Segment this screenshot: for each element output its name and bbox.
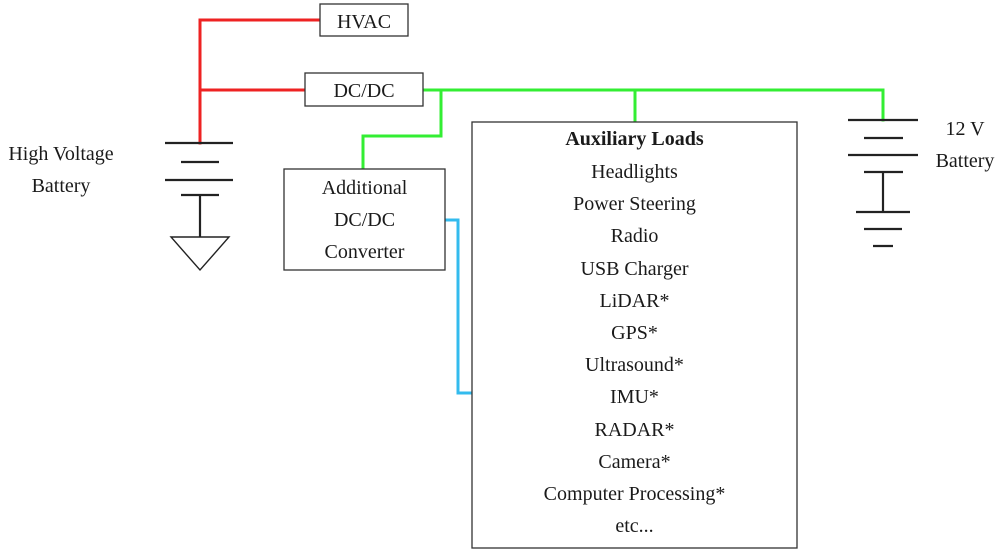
hvac-label: HVAC <box>337 11 391 33</box>
battery-12v-label-2: Battery <box>936 150 995 172</box>
additional-converter-line-2: DC/DC <box>334 209 395 231</box>
hvac-box: HVAC <box>319 3 409 37</box>
auxiliary-load-item: Camera* <box>598 451 670 473</box>
additional-converter-line-3: Converter <box>325 241 405 263</box>
auxiliary-load-item: GPS* <box>611 322 658 344</box>
high-voltage-battery-label-2: Battery <box>32 175 91 197</box>
auxiliary-load-item: RADAR* <box>594 419 674 441</box>
lv-wire-to-12v-battery <box>421 88 885 122</box>
low-voltage-wiring <box>361 88 885 171</box>
auxiliary-load-item: USB Charger <box>581 258 689 280</box>
auxiliary-load-item: LiDAR* <box>600 290 670 312</box>
high-voltage-battery-label-1: High Voltage <box>8 143 113 165</box>
converter-to-aux-loads-wire <box>445 218 472 395</box>
dcdc-label: DC/DC <box>333 80 394 102</box>
auxiliary-load-item: Radio <box>611 225 659 247</box>
auxiliary-loads-title: Auxiliary Loads <box>565 128 704 150</box>
auxiliary-load-item: etc... <box>615 515 653 537</box>
lv-wire-to-additional-converter <box>361 88 443 171</box>
auxiliary-load-item: Computer Processing* <box>544 483 726 505</box>
dcdc-box: DC/DC <box>304 72 424 107</box>
high-voltage-wiring <box>198 18 322 145</box>
auxiliary-load-item: Power Steering <box>573 193 696 215</box>
auxiliary-load-item: Headlights <box>591 161 678 183</box>
high-voltage-battery-icon <box>165 141 233 272</box>
auxiliary-load-item: IMU* <box>610 386 659 408</box>
hv-wire-to-hvac <box>198 18 322 145</box>
auxiliary-load-item: Ultrasound* <box>585 354 684 376</box>
additional-converter-box: Additional DC/DC Converter <box>283 168 446 271</box>
battery-12v-icon <box>848 118 918 248</box>
battery-12v-label-1: 12 V <box>945 118 985 140</box>
additional-converter-line-1: Additional <box>322 177 408 199</box>
